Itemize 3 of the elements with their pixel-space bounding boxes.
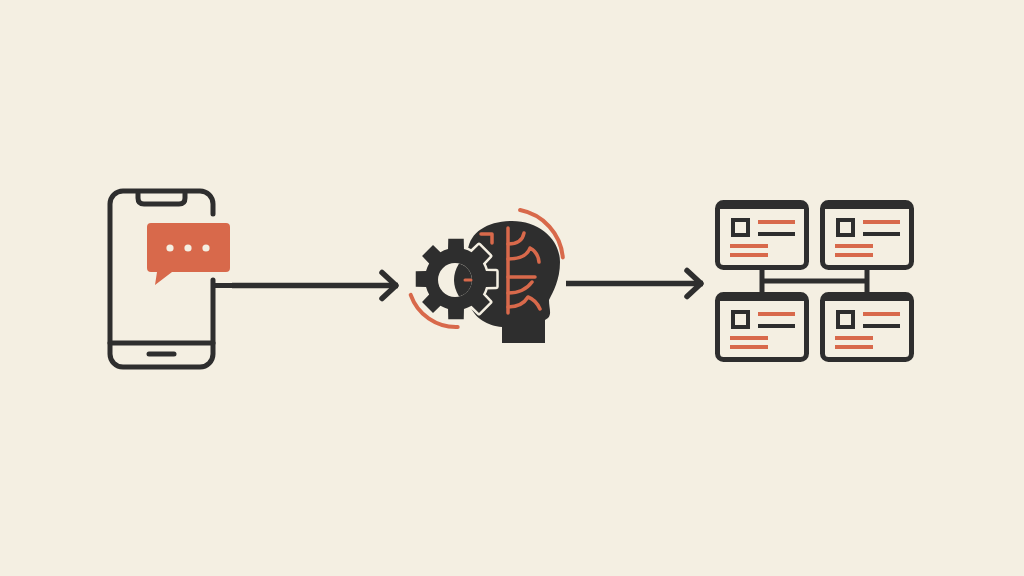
arrow [232,269,399,302]
phone-chat-illustration [107,187,232,371]
arrow [566,267,704,300]
